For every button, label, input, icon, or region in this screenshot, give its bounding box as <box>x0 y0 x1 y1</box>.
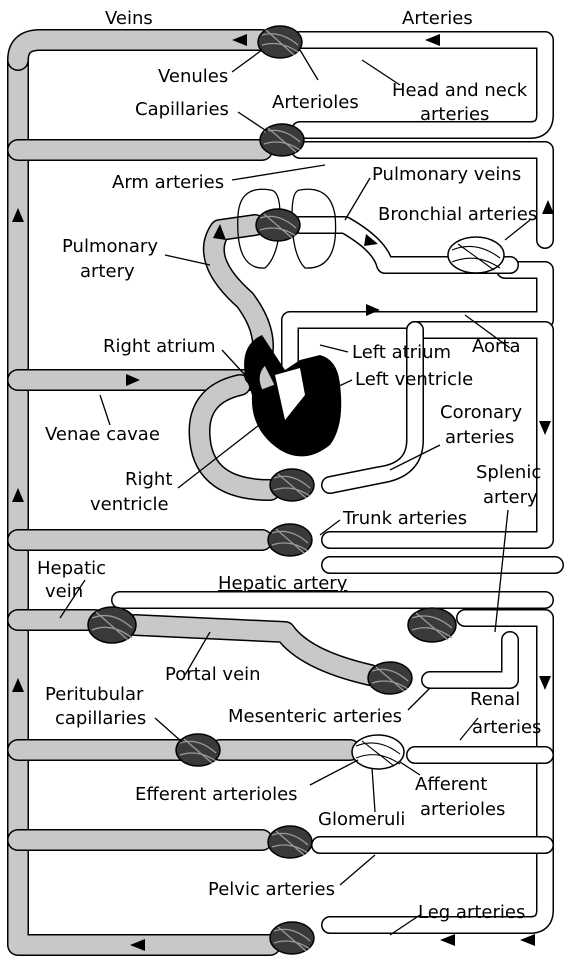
capillary-bed-mesenteric <box>368 662 412 694</box>
capillary-bed-spleen <box>408 608 456 642</box>
label-right-ventricle-2: ventricle <box>90 494 169 515</box>
label-renal-2: arteries <box>472 717 541 738</box>
label-right-ventricle-1: Right <box>125 469 172 490</box>
arrow-leg-2 <box>520 934 535 946</box>
label-mesenteric-arteries: Mesenteric arteries <box>228 706 402 727</box>
arrow-leg-1 <box>440 934 455 946</box>
label-trunk-arteries: Trunk arteries <box>342 508 467 529</box>
capillary-bed-pelvic <box>268 826 312 858</box>
label-hepatic-vein-2: vein <box>45 581 83 602</box>
label-hepatic-artery: Hepatic artery <box>218 573 348 594</box>
label-coronary-2: arteries <box>445 427 514 448</box>
label-head-neck-1: Head and neck <box>392 80 528 101</box>
capillary-bed-glomeruli <box>352 735 404 769</box>
capillary-bed-arm <box>260 124 304 156</box>
label-veins: Veins <box>105 8 153 29</box>
capillary-bed-liver <box>88 607 136 643</box>
capillary-bed-peritubular <box>176 734 220 766</box>
label-head-neck-2: arteries <box>420 104 489 125</box>
label-afferent-1: Afferent <box>415 774 487 795</box>
label-venae-cavae: Venae cavae <box>45 424 160 445</box>
label-left-atrium: Left atrium <box>352 342 451 363</box>
label-coronary-1: Coronary <box>440 402 522 423</box>
capillary-bed-leg <box>270 922 314 954</box>
label-portal-vein: Portal vein <box>165 664 261 685</box>
label-splenic-1: Splenic <box>476 462 541 483</box>
label-aorta: Aorta <box>472 336 521 357</box>
label-renal-1: Renal <box>470 689 520 710</box>
capillary-bed-coronary <box>270 469 314 501</box>
capillary-bed-head <box>258 26 302 58</box>
capillary-bed-lung <box>256 209 300 241</box>
label-venules: Venules <box>158 66 228 87</box>
label-peritubular-1: Peritubular <box>45 684 144 705</box>
capillary-bed-bronchial <box>448 237 504 273</box>
label-peritubular-2: capillaries <box>55 708 146 729</box>
label-hepatic-vein-1: Hepatic <box>37 558 106 579</box>
label-right-atrium: Right atrium <box>103 336 216 357</box>
label-pulmonary-artery-1: Pulmonary <box>62 236 158 257</box>
label-efferent-arterioles: Efferent arterioles <box>135 784 298 805</box>
capillary-bed-trunk <box>268 524 312 556</box>
label-arteries: Arteries <box>402 8 473 29</box>
label-left-ventricle: Left ventricle <box>355 369 473 390</box>
label-pulmonary-artery-2: artery <box>80 261 135 282</box>
label-arterioles: Arterioles <box>272 92 359 113</box>
label-glomeruli: Glomeruli <box>318 809 405 830</box>
label-leg-arteries: Leg arteries <box>418 902 525 923</box>
label-arm-arteries: Arm arteries <box>112 172 224 193</box>
label-afferent-2: arterioles <box>420 799 505 820</box>
label-pulmonary-veins: Pulmonary veins <box>372 164 521 185</box>
label-pelvic-arteries: Pelvic arteries <box>208 879 335 900</box>
label-splenic-2: artery <box>483 487 538 508</box>
label-bronchial-arteries: Bronchial arteries <box>378 204 537 225</box>
label-capillaries: Capillaries <box>135 99 229 120</box>
